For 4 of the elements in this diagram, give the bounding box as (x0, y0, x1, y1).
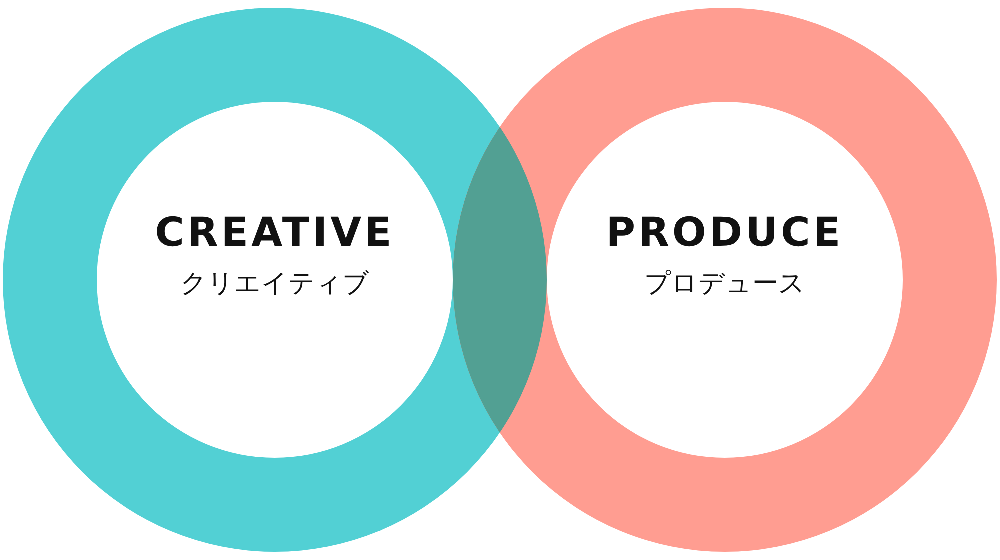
ring-subtitle: クリエイティブ (180, 268, 370, 301)
ring-title: PRODUCE (606, 210, 844, 256)
ring-subtitle: プロデュース (644, 268, 806, 301)
ring-title: CREATIVE (155, 210, 395, 256)
